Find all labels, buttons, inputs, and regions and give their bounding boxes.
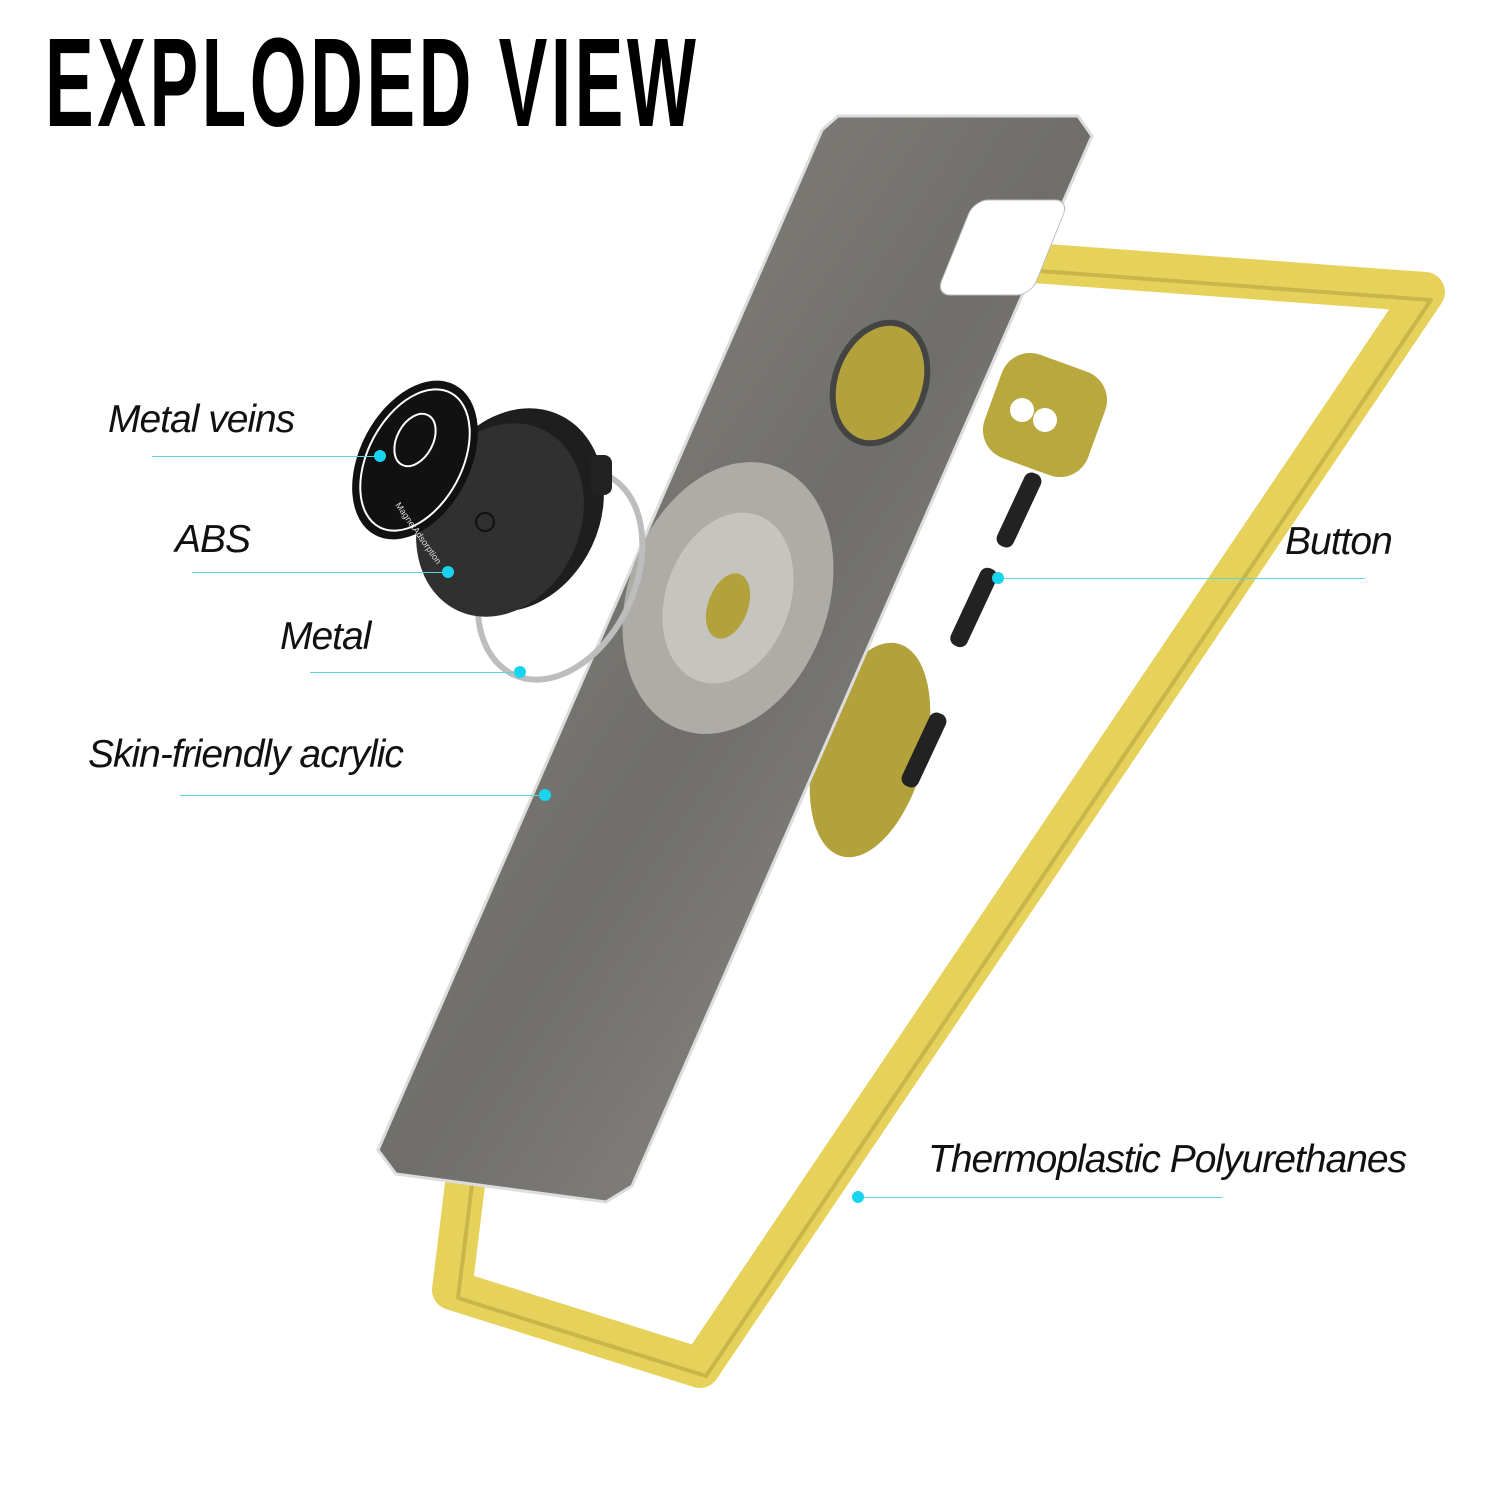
marker-dot-abs xyxy=(442,566,454,578)
leader-line-metal-veins xyxy=(152,456,380,457)
label-acrylic: Skin-friendly acrylic xyxy=(88,733,404,776)
marker-dot-metal-veins xyxy=(374,450,386,462)
leader-line-abs xyxy=(192,572,448,573)
side-buttons xyxy=(901,472,1042,788)
leader-line-metal xyxy=(310,672,520,673)
marker-dot-acrylic xyxy=(539,789,551,801)
page-title: EXPLODED VIEW xyxy=(45,12,700,153)
marker-dot-button xyxy=(992,572,1004,584)
marker-dot-tpu xyxy=(852,1191,864,1203)
leader-line-tpu xyxy=(858,1197,1222,1198)
label-abs: ABS xyxy=(175,518,251,561)
leader-line-acrylic xyxy=(180,795,545,796)
marker-dot-metal xyxy=(514,666,526,678)
label-tpu: Thermoplastic Polyurethanes xyxy=(928,1138,1407,1181)
label-metal: Metal xyxy=(280,615,371,658)
leader-line-button xyxy=(1000,578,1365,579)
acrylic-back-panel xyxy=(376,114,1094,1204)
label-button: Button xyxy=(1285,520,1393,563)
label-metal-veins: Metal veins xyxy=(108,398,295,441)
